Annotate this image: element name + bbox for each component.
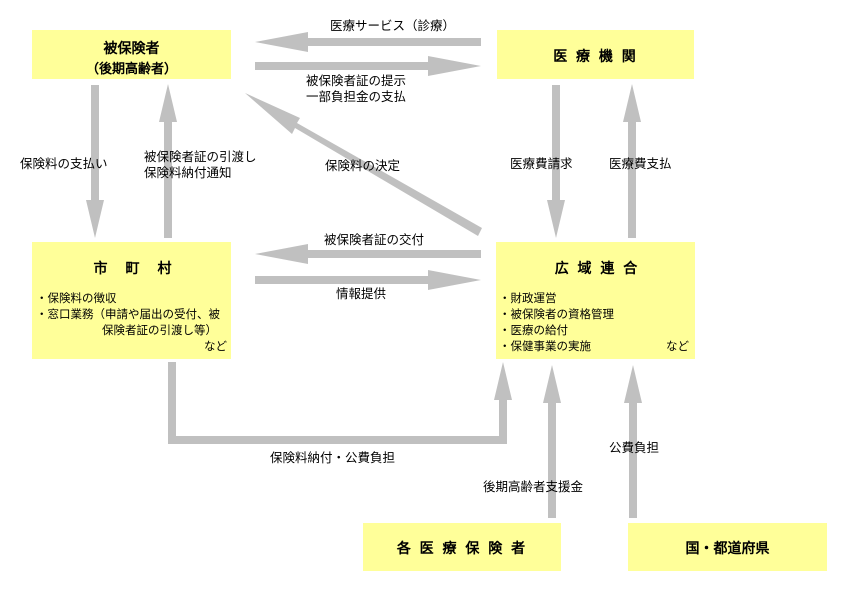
municipality-title: 市 町 村 bbox=[93, 261, 174, 277]
label-card-issue: 被保険者証の交付 bbox=[324, 232, 425, 247]
label-claim: 医療費請求 bbox=[510, 156, 573, 171]
box-medical: 医 療 機 関 bbox=[497, 30, 694, 79]
arrow-medical-service bbox=[255, 32, 481, 52]
label-card-delivery: 被保険者証の引渡し bbox=[144, 149, 257, 164]
arrow-card-issue bbox=[255, 244, 481, 264]
arrow-premium-transfer bbox=[168, 362, 512, 444]
label-premium-transfer: 保険料納付・公費負担 bbox=[270, 450, 396, 465]
municipality-item: ・窓口業務（申請や届出の受付、被 bbox=[36, 307, 220, 321]
union-item: ・被保険者の資格管理 bbox=[499, 307, 614, 321]
box-insured: 被保険者 （後期高齢者） bbox=[32, 30, 231, 79]
medical-title: 医 療 機 関 bbox=[553, 49, 638, 65]
union-item-text: ・保健事業の実施 bbox=[499, 339, 591, 353]
arrow-public-burden bbox=[624, 365, 642, 518]
municipality-item: ・保険料の徴収 bbox=[36, 291, 117, 305]
box-government: 国・都道府県 bbox=[628, 523, 827, 571]
label-support: 後期高齢者支援金 bbox=[483, 479, 584, 494]
box-insurers: 各 医 療 保 険 者 bbox=[363, 523, 561, 571]
arrow-medical-payment bbox=[623, 84, 641, 238]
municipality-item: 保険者証の引渡し等） bbox=[102, 323, 217, 337]
union-title: 広 域 連 合 bbox=[554, 261, 640, 277]
insured-subtitle: （後期高齢者） bbox=[85, 62, 177, 77]
label-copay: 一部負担金の支払 bbox=[306, 89, 407, 104]
arrow-claim bbox=[547, 85, 565, 238]
label-public-burden: 公費負担 bbox=[609, 440, 660, 455]
label-medical-payment: 医療費支払 bbox=[609, 156, 672, 171]
label-medical-service: 医療サービス（診療） bbox=[330, 18, 456, 33]
insurers-title: 各 医 療 保 険 者 bbox=[396, 541, 528, 557]
arrow-card-delivery bbox=[159, 84, 177, 238]
union-item: ・財政運営 bbox=[499, 291, 557, 305]
arrow-present-card bbox=[255, 56, 481, 76]
label-premium-decision: 保険料の決定 bbox=[325, 158, 401, 173]
label-info: 情報提供 bbox=[336, 286, 387, 301]
government-title: 国・都道府県 bbox=[685, 541, 770, 557]
arrow-info bbox=[255, 270, 481, 290]
insured-title: 被保険者 bbox=[103, 41, 160, 57]
label-payment-notice: 保険料納付通知 bbox=[144, 165, 232, 180]
arrow-premium-payment bbox=[86, 85, 104, 238]
union-etc: など bbox=[666, 339, 689, 353]
label-present-card: 被保険者証の提示 bbox=[306, 73, 407, 88]
arrow-premium-decision bbox=[245, 93, 482, 236]
label-premium-payment: 保険料の支払い bbox=[20, 156, 108, 171]
union-item: ・医療の給付 bbox=[499, 323, 568, 337]
box-union: 広 域 連 合 ・財政運営 ・被保険者の資格管理 ・医療の給付 ・保健事業の実施… bbox=[496, 242, 695, 359]
municipality-etc: など bbox=[204, 339, 227, 353]
arrow-support bbox=[543, 365, 561, 518]
union-item: ・保健事業の実施 など bbox=[499, 338, 695, 354]
box-municipality: 市 町 村 ・保険料の徴収 ・窓口業務（申請や届出の受付、被 保険者証の引渡し等… bbox=[32, 242, 231, 359]
